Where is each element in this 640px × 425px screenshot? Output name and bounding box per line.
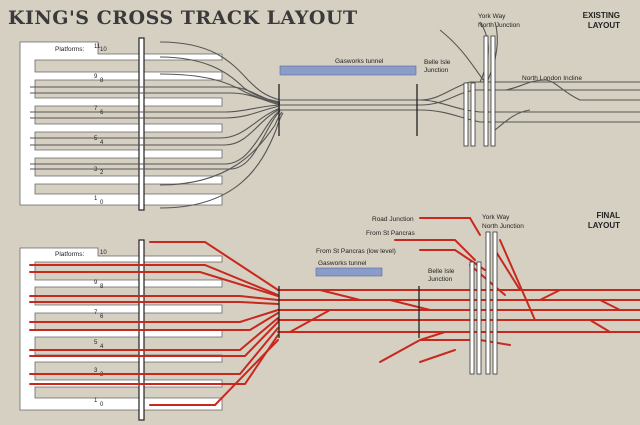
existing-platform-2: 2 (100, 170, 104, 176)
final-junction-bar-3 (485, 231, 491, 375)
final-platform-0: 0 (100, 402, 104, 408)
existing-north-london-label: North London Incline (522, 75, 582, 82)
final-platform-7: 7 (94, 310, 98, 316)
final-tracks (29, 217, 640, 406)
final-york-way-1: York Way (482, 214, 510, 221)
final-platform-10: 10 (100, 250, 107, 256)
final-junction-bar-1 (469, 261, 475, 375)
final-road-junction-label: Road Junction (372, 216, 414, 223)
final-platforms-label: Platforms: (55, 251, 84, 258)
existing-gasworks-label: Gasworks tunnel (335, 58, 384, 65)
existing-platform-3: 3 (94, 167, 98, 173)
existing-platform-7: 7 (94, 106, 98, 112)
final-platform-5: 5 (94, 340, 98, 346)
existing-platform-8: 8 (100, 78, 104, 84)
existing-york-way-1: York Way (478, 13, 506, 20)
existing-layout: EXISTING LAYOUT Platforms: 11 10 9 8 7 6… (19, 11, 640, 211)
final-gasworks-label: Gasworks tunnel (318, 260, 367, 267)
existing-heading-1: EXISTING (583, 11, 620, 20)
diagram-title: KING'S CROSS TRACK LAYOUT (8, 7, 358, 29)
existing-platform-11: 11 (94, 44, 101, 50)
final-heading-1: FINAL (596, 211, 620, 220)
existing-platform-10: 10 (100, 47, 107, 53)
existing-junction-bar-4 (490, 35, 496, 147)
final-belle-isle-1: Belle Isle (428, 268, 455, 275)
final-platform-8: 8 (100, 284, 104, 290)
final-belle-isle-2: Junction (428, 276, 453, 283)
final-from-st-pancras-low-label: From St Pancras (low level) (316, 248, 396, 255)
final-gasworks-tunnel (315, 267, 383, 277)
final-platform-9: 9 (94, 280, 98, 286)
final-from-st-pancras-label: From St Pancras (366, 230, 416, 237)
existing-heading-2: LAYOUT (588, 21, 620, 30)
existing-belle-isle-2: Junction (424, 67, 449, 74)
final-junction-bar-4 (492, 231, 498, 375)
final-heading-2: LAYOUT (588, 221, 620, 230)
final-layout: FINAL LAYOUT Platforms: 10 9 8 7 6 5 4 3… (19, 211, 640, 421)
existing-platform-1: 1 (94, 196, 98, 202)
existing-station-outline (19, 41, 223, 206)
existing-platform-4: 4 (100, 140, 104, 146)
final-platform-3: 3 (94, 368, 98, 374)
final-york-way-2: North Junction (482, 223, 524, 230)
final-junction-bar-2 (476, 261, 482, 375)
existing-york-way-2: North Junction (478, 22, 520, 29)
existing-junction-bar-1 (463, 82, 469, 147)
final-platform-1: 1 (94, 398, 98, 404)
existing-platform-5: 5 (94, 136, 98, 142)
existing-platform-0: 0 (100, 200, 104, 206)
existing-platforms-label: Platforms: (55, 46, 84, 53)
existing-platform-9: 9 (94, 74, 98, 80)
existing-junction-bar-2 (470, 82, 476, 147)
existing-gasworks-tunnel (279, 65, 417, 76)
final-platform-6: 6 (100, 314, 104, 320)
existing-platform-6: 6 (100, 110, 104, 116)
existing-junction-bar-3 (483, 35, 489, 147)
existing-station-bar (138, 37, 145, 211)
existing-belle-isle-1: Belle Isle (424, 59, 451, 66)
final-platform-4: 4 (100, 344, 104, 350)
